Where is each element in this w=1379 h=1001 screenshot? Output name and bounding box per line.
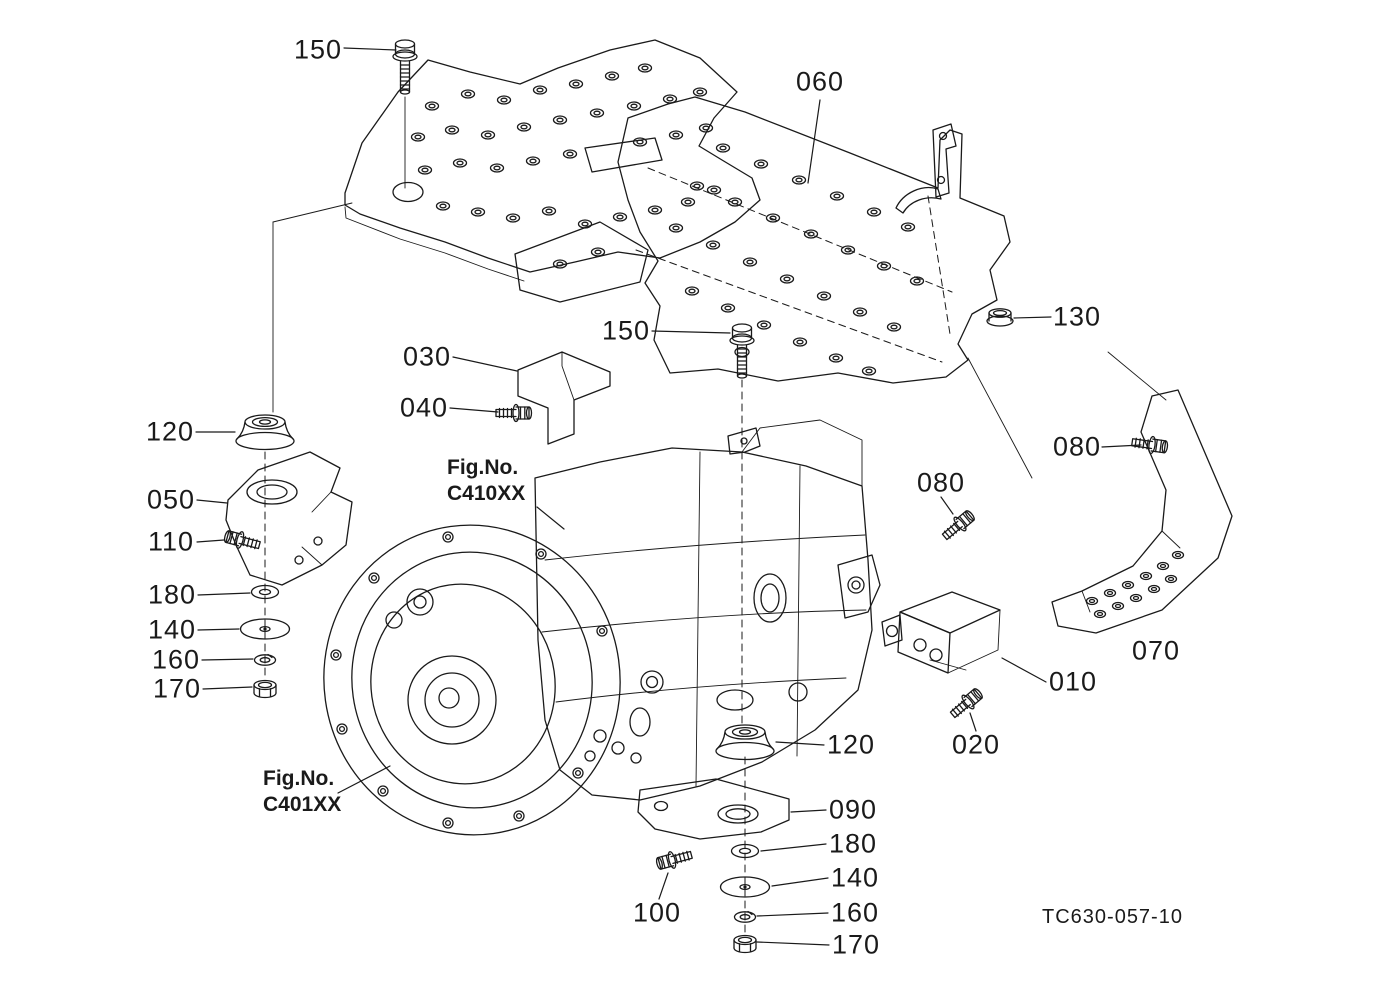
nut-170-left: [253, 679, 277, 699]
upright-bracket: [932, 123, 957, 198]
callout-010: 010: [1048, 666, 1098, 697]
drawing-number: TC630-057-10: [1042, 906, 1183, 928]
callout-120-bottom: 120: [826, 729, 876, 760]
bolt-holes-plate-right: [552, 143, 925, 376]
fig-ref-line1: Fig.No.: [447, 456, 519, 479]
bracket-050: [225, 451, 353, 586]
rubber-mount-120-left: [235, 414, 295, 451]
fitting-040: [495, 403, 533, 423]
case-body: [534, 419, 881, 801]
nut-170-bottom: [733, 934, 757, 954]
step-bracket-070: [1051, 389, 1233, 634]
callout-170-bottom: 170: [831, 929, 881, 960]
bolt-110: [222, 527, 263, 555]
callout-160-bottom: 160: [830, 897, 880, 928]
callout-130: 130: [1052, 301, 1102, 332]
fig-ref-line2: C410XX: [447, 482, 526, 506]
callout-060: 060: [795, 66, 845, 97]
bolt-holes-bracket-070: [1085, 550, 1185, 619]
callout-170-left: 170: [152, 673, 202, 704]
fig-ref-line1: Fig.No.: [263, 767, 335, 790]
callout-180-left: 180: [147, 579, 197, 610]
callout-080-mid: 080: [916, 467, 966, 498]
rubber-mount-120-bottom: [715, 724, 775, 761]
bolt-150-top: [392, 39, 418, 95]
callout-080-right: 080: [1052, 431, 1102, 462]
nut-130: [986, 308, 1014, 327]
callout-070: 070: [1131, 635, 1181, 666]
bracket-010: [881, 591, 1001, 674]
bell-housing: [323, 524, 621, 836]
callout-030: 030: [402, 341, 452, 372]
callout-180-bottom: 180: [828, 828, 878, 859]
bolt-150-mid: [729, 323, 755, 379]
step-plate-right: [514, 96, 1011, 455]
bolt-020: [946, 684, 986, 723]
bolt-holes-plate-left: [410, 63, 722, 229]
flange-bolt-holes: [330, 531, 608, 829]
callout-090: 090: [828, 794, 878, 825]
fig-ref-line2: C401XX: [263, 793, 342, 817]
plate-090: [637, 778, 790, 840]
callout-160-left: 160: [151, 644, 201, 675]
handle-bracket: [895, 187, 942, 214]
callout-050: 050: [146, 484, 196, 515]
fig-ref-c410xx: Fig.No. C410XX: [447, 455, 525, 508]
bracket-030: [517, 351, 611, 445]
callout-150-top: 150: [293, 34, 343, 65]
callout-040: 040: [399, 392, 449, 423]
leader-lines: [195, 47, 1142, 946]
step-plate-left: [344, 39, 761, 282]
callout-120-left: 120: [145, 416, 195, 447]
callout-140-left: 140: [147, 614, 197, 645]
callout-140-bottom: 140: [830, 862, 880, 893]
callout-150-mid: 150: [601, 315, 651, 346]
bolt-100: [654, 845, 695, 873]
callout-020: 020: [951, 729, 1001, 760]
callout-110: 110: [147, 526, 195, 557]
fig-ref-c401xx: Fig.No. C401XX: [263, 766, 341, 819]
construction-lines: [272, 96, 1167, 479]
bolt-080-mid: [938, 506, 978, 545]
callout-100: 100: [632, 897, 682, 928]
transmission-case: [323, 419, 881, 836]
